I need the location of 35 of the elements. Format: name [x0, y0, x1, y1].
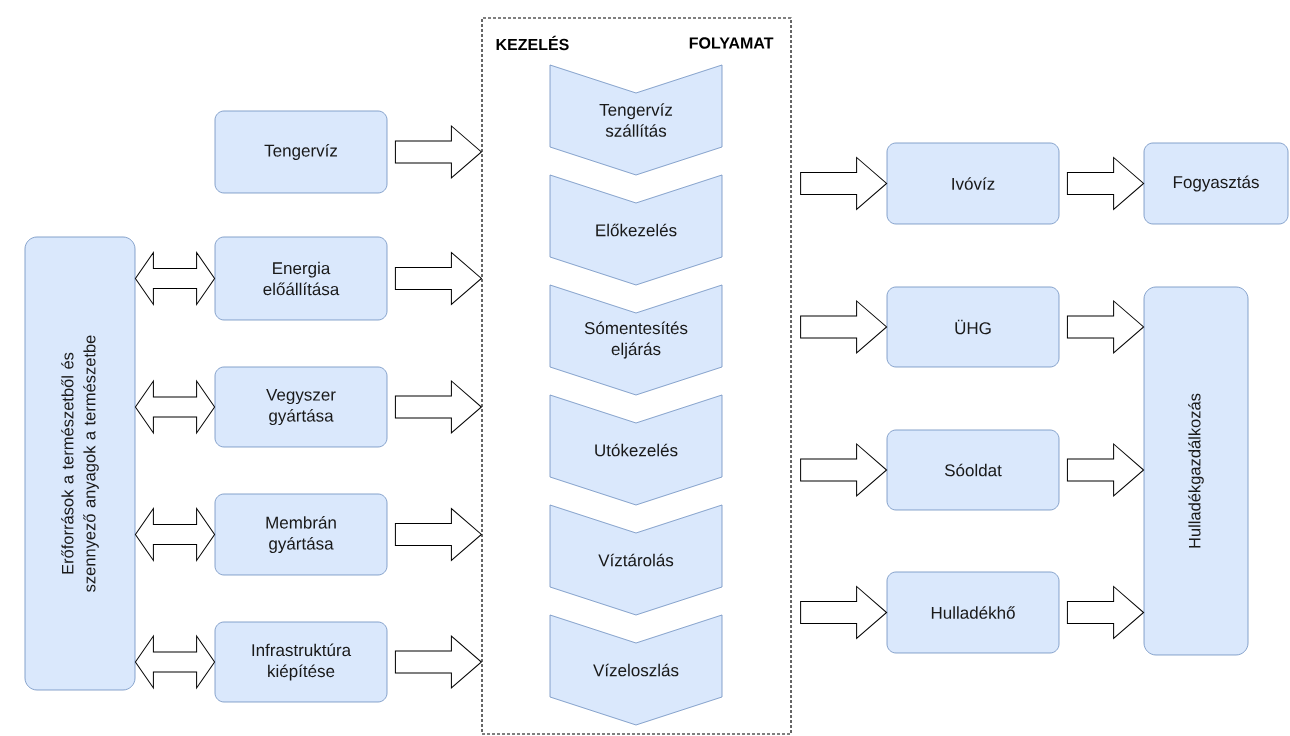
process-step: Előkezelés: [549, 174, 723, 286]
block-arrow: [800, 586, 888, 639]
block-arrow: [800, 300, 888, 354]
block-arrow: [394, 252, 482, 305]
process-box: Vegyszer gyártása: [214, 366, 388, 448]
process-step: Sómentesítés eljárás: [549, 284, 723, 396]
block-arrow: [1066, 586, 1145, 639]
process-box: ÜHG: [886, 286, 1060, 368]
block-arrow: [800, 157, 888, 210]
block-arrow: [134, 252, 216, 305]
process-step: Utókezelés: [549, 394, 723, 506]
process-step: Vízeloszlás: [549, 614, 723, 726]
block-arrow: [800, 443, 888, 497]
block-arrow: [134, 635, 216, 689]
block-arrow: [1066, 443, 1145, 497]
process-step: Víztárolás: [549, 504, 723, 616]
block-arrow: [394, 125, 482, 179]
block-arrow: [394, 508, 482, 561]
process-box: Erőforrások a természetből és szennyező anyagok a természetbe: [24, 236, 136, 691]
block-arrow: [394, 635, 482, 689]
block-arrow: [134, 508, 216, 561]
process-box: Energia előállítása: [214, 236, 388, 321]
block-arrow: [1066, 157, 1145, 210]
process-box: Infrastruktúra kiépítése: [214, 621, 388, 703]
block-arrow: [134, 380, 216, 434]
process-box: Membrán gyártása: [214, 493, 388, 576]
process-box: Sóoldat: [886, 429, 1060, 511]
process-box: Ivóvíz: [886, 142, 1060, 225]
block-arrow: [1066, 300, 1145, 354]
process-step: Tengervíz szállítás: [549, 64, 723, 176]
block-arrow: [394, 380, 482, 434]
process-box: Tengervíz: [214, 110, 388, 194]
process-box: Hulladékgazdálkozás: [1143, 286, 1249, 656]
process-box: Hulladékhő: [886, 571, 1060, 654]
process-box: Fogyasztás: [1143, 142, 1289, 225]
